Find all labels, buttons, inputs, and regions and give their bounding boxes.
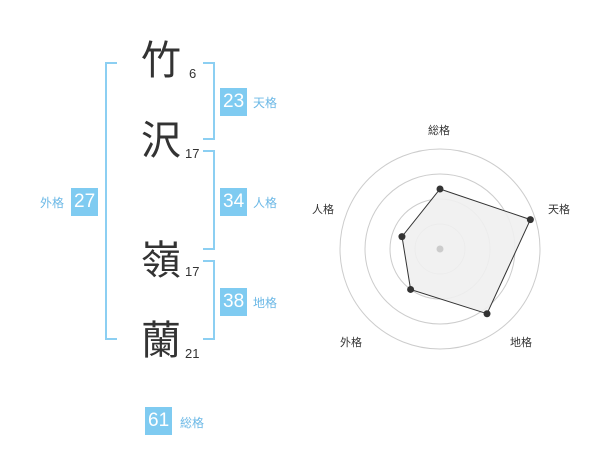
stroke-count-1: 6 bbox=[189, 66, 197, 81]
radar-data-polygon bbox=[401, 188, 532, 315]
tenkaku-label: 天格 bbox=[253, 96, 278, 110]
radar-grid-ring bbox=[339, 148, 541, 350]
jinkaku-label: 人格 bbox=[253, 196, 278, 210]
name-char-2: 沢 bbox=[141, 118, 181, 164]
radar-axis-gaikaku: 外格 bbox=[340, 335, 362, 349]
jinkaku-bracket bbox=[203, 150, 215, 250]
radar-point bbox=[407, 285, 415, 293]
stroke-count-2: 17 bbox=[185, 146, 200, 161]
soukaku-value: 61 bbox=[145, 407, 173, 435]
radar-point bbox=[398, 233, 406, 241]
radar-axis-soukaku: 総格 bbox=[428, 123, 450, 137]
radar-axis-chikaku: 地格 bbox=[510, 335, 532, 349]
soukaku-label: 総格 bbox=[180, 416, 205, 430]
radar-point bbox=[436, 185, 444, 193]
name-char-3: 嶺 bbox=[141, 238, 181, 284]
stroke-count-4: 21 bbox=[185, 346, 200, 361]
chikaku-value: 38 bbox=[220, 288, 248, 316]
radar-points bbox=[398, 185, 534, 318]
jinkaku-value: 34 bbox=[220, 188, 248, 216]
tenkaku-bracket bbox=[203, 62, 215, 140]
radar-axis-jinkaku: 人格 bbox=[312, 202, 334, 216]
chikaku-label: 地格 bbox=[253, 296, 278, 310]
chikaku-bracket bbox=[203, 260, 215, 340]
gaikaku-value: 27 bbox=[71, 188, 99, 216]
gaikaku-bracket bbox=[105, 62, 117, 340]
radar-chart: 総格 天格 地格 外格 人格 bbox=[312, 123, 570, 350]
gaikaku-label: 外格 bbox=[40, 196, 65, 210]
radar-point bbox=[526, 216, 534, 224]
name-char-4: 蘭 bbox=[141, 318, 181, 364]
radar-point bbox=[483, 310, 491, 318]
radar-center-dot bbox=[436, 245, 444, 253]
name-char-1: 竹 bbox=[141, 38, 181, 84]
radar-axis-tenkaku: 天格 bbox=[548, 202, 570, 216]
stroke-count-3: 17 bbox=[185, 264, 200, 279]
tenkaku-value: 23 bbox=[220, 88, 248, 116]
